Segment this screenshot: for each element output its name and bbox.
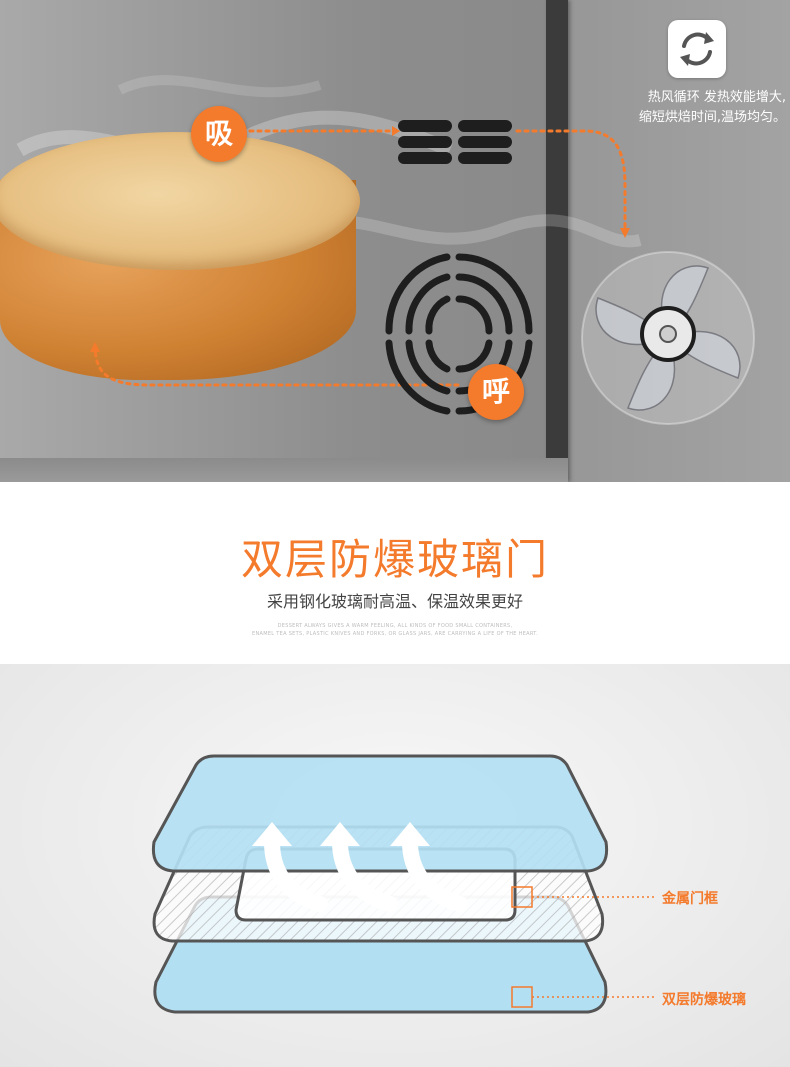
glass-layers-diagram [151, 754, 654, 1014]
airflow-section: 吸 呼 热风循环 发热效能增大, 缩短烘焙时间,温场均匀。 [0, 0, 790, 482]
oven-wall [546, 0, 568, 482]
glass-door-heading-section: 双层防爆玻璃门 采用钢化玻璃耐高温、保温效果更好 DESSERT ALWAYS … [0, 482, 790, 664]
airflow-caption-line2: 缩短烘焙时间,温场均匀。 [638, 110, 786, 125]
heat-arrows [264, 834, 468, 912]
oven-back-panel [568, 0, 790, 482]
top-glass-pane [151, 754, 609, 873]
convection-fan-icon [581, 251, 755, 425]
section-title: 双层防爆玻璃门 [240, 535, 549, 584]
section-subtitle: 采用钢化玻璃耐高温、保温效果更好 [266, 592, 523, 611]
glass-layers-section: 金属门框 双层防爆玻璃 [0, 664, 790, 1067]
inhale-badge: 吸 [191, 106, 247, 162]
oven-floor [0, 458, 568, 482]
heat-arrow-heads [252, 822, 430, 846]
air-vent-icon [398, 120, 512, 164]
metal-frame-label: 金属门框 [662, 891, 718, 907]
fine-print-line1: DESSERT ALWAYS GIVES A WARM FEELING, ALL… [277, 623, 513, 629]
airflow-caption: 热风循环 发热效能增大, 缩短烘焙时间,温场均匀。 [586, 88, 786, 128]
double-glass-label: 双层防爆玻璃 [662, 992, 746, 1008]
recycle-icon [668, 20, 726, 78]
cake-image-top [0, 132, 360, 270]
exhale-badge: 呼 [468, 364, 524, 420]
airflow-arrows [90, 126, 630, 387]
airflow-caption-line1: 热风循环 发热效能增大, [647, 90, 786, 105]
fine-print-line2: ENAMEL TEA SETS, PLASTIC KNIVES AND FORK… [252, 631, 538, 637]
